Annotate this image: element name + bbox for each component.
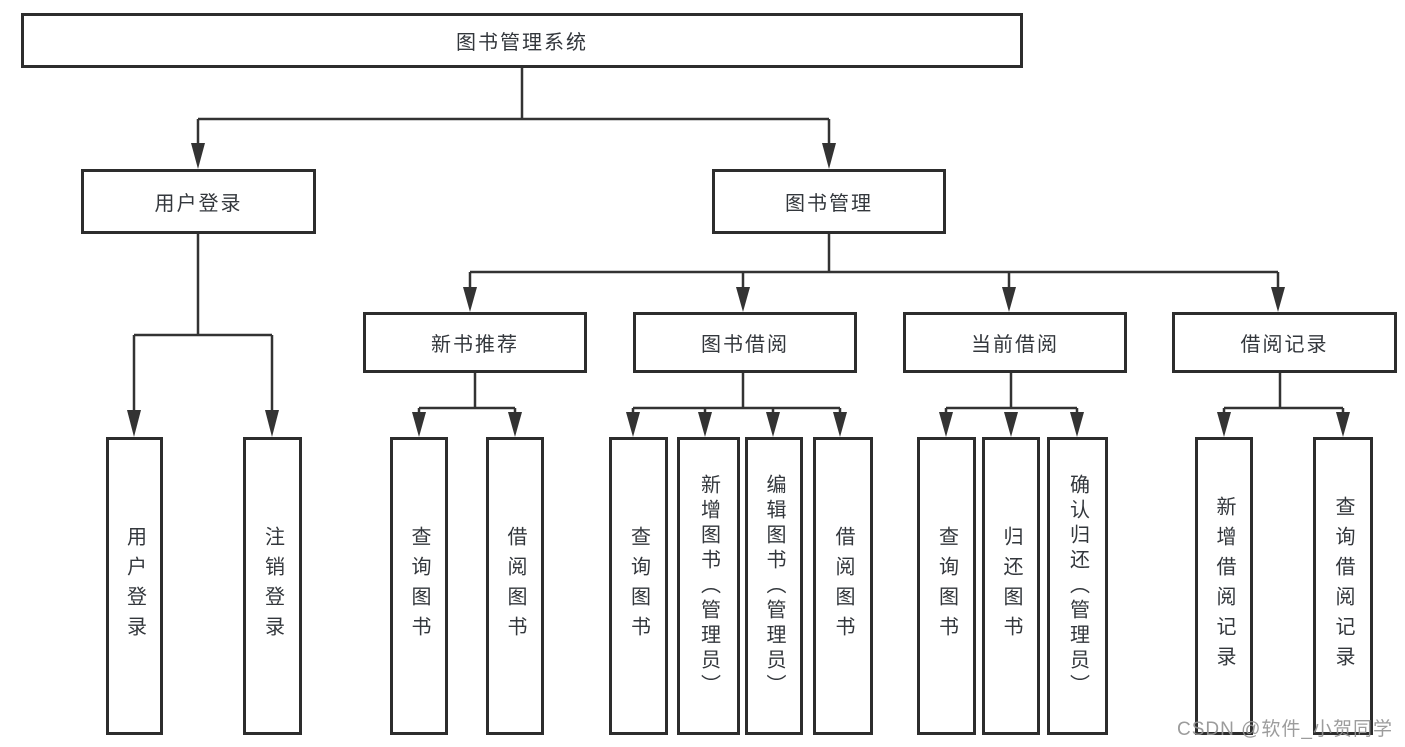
node-root: 图书管理系统	[21, 13, 1023, 68]
node-borrow-record: 借阅记录	[1172, 312, 1397, 373]
node-user-login: 用户登录	[81, 169, 316, 234]
leaf-query-books-current: 查询图书	[917, 437, 976, 735]
node-book-borrow: 图书借阅	[633, 312, 857, 373]
leaf-logout: 注销登录	[243, 437, 302, 735]
node-new-book-recommend: 新书推荐	[363, 312, 587, 373]
leaf-add-book-admin: 新增图书（管理员）	[677, 437, 740, 735]
leaf-borrow-books-newbook: 借阅图书	[486, 437, 544, 735]
leaf-return-books: 归还图书	[982, 437, 1040, 735]
leaf-query-books-newbook: 查询图书	[390, 437, 448, 735]
leaf-confirm-return-admin: 确认归还（管理员）	[1047, 437, 1108, 735]
leaf-query-books-borrow: 查询图书	[609, 437, 668, 735]
leaf-query-borrow-record: 查询借阅记录	[1313, 437, 1373, 735]
node-book-management: 图书管理	[712, 169, 946, 234]
leaf-add-borrow-record: 新增借阅记录	[1195, 437, 1253, 735]
node-current-borrow: 当前借阅	[903, 312, 1127, 373]
leaf-user-login: 用户登录	[106, 437, 163, 735]
leaf-edit-book-admin: 编辑图书（管理员）	[745, 437, 803, 735]
watermark: CSDN @软件_小贺同学	[1177, 719, 1393, 740]
leaf-borrow-books: 借阅图书	[813, 437, 873, 735]
